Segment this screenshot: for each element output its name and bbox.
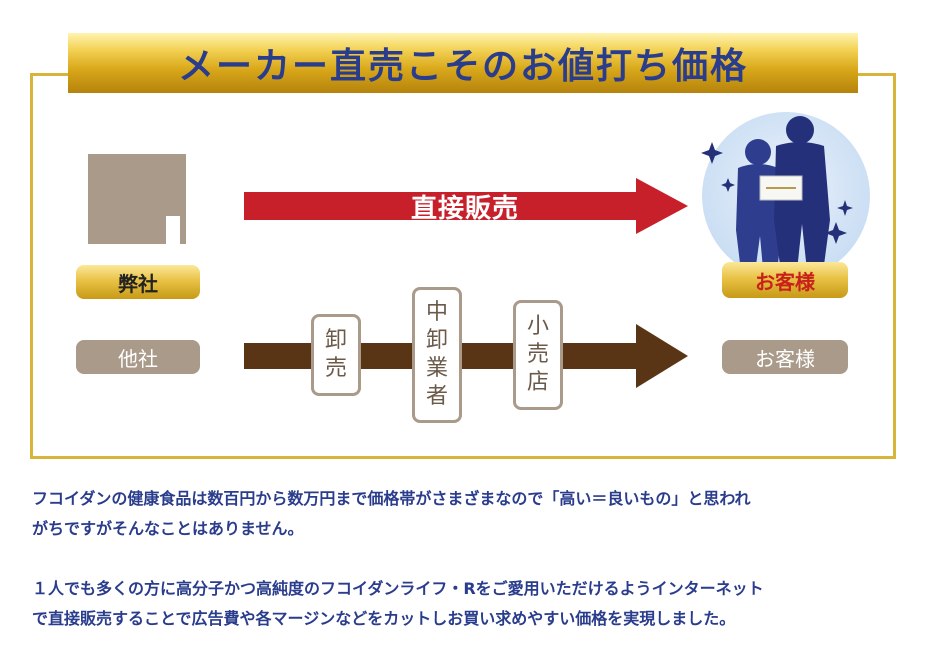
retailer-char: 店 [526, 370, 549, 395]
indirect-sale-arrow [244, 324, 688, 388]
description-line: フコイダンの健康食品は数百円から数万円まで価格帯がさまざまなので「高い＝良いもの… [32, 489, 751, 508]
wholesaler-char: 卸 [324, 328, 347, 353]
other-company-pill: 他社 [76, 340, 200, 374]
wholesaler-box: 卸 売 [311, 314, 361, 396]
our-company-pill: 弊社 [76, 265, 200, 299]
direct-customer-pill: お客様 [722, 262, 848, 298]
retailer-char: 小 [526, 314, 549, 339]
company-logo-icon [88, 154, 186, 244]
sparkle-icons [701, 142, 853, 244]
description-line: がちですがそんなことはありません。 [32, 519, 304, 538]
page-title: メーカー直売こそのお値打ち価格 [177, 46, 748, 87]
description-line: で直接販売することで広告費や各マージンなどをカットしお買い求めやすい価格を実現し… [32, 609, 736, 628]
description-line: １人でも多くの方に高分子かつ高純度のフコイダンライフ・Rをご愛用いただけるようイ… [32, 579, 764, 598]
description-paragraph-1: フコイダンの健康食品は数百円から数万円まで価格帯がさまざまなので「高い＝良いもの… [32, 484, 751, 544]
middle-wholesaler-char: 業 [425, 356, 448, 381]
middle-wholesaler-char: 卸 [425, 328, 448, 353]
retailer-box: 小 売 店 [513, 300, 563, 410]
retailer-char: 売 [526, 342, 549, 367]
middle-wholesaler-char: 者 [425, 384, 448, 409]
wholesaler-char: 売 [324, 356, 347, 381]
middle-wholesaler-char: 中 [425, 300, 448, 325]
title-banner: メーカー直売こそのお値打ち価格 [68, 33, 858, 93]
direct-sale-label: 直接販売 [410, 193, 519, 224]
customers-silhouette-icon [702, 112, 870, 280]
middle-wholesaler-box: 中 卸 業 者 [412, 287, 462, 423]
indirect-customer-pill: お客様 [722, 340, 848, 374]
description-paragraph-2: １人でも多くの方に高分子かつ高純度のフコイダンライフ・Rをご愛用いただけるようイ… [32, 574, 764, 634]
direct-sale-arrow [244, 178, 688, 234]
